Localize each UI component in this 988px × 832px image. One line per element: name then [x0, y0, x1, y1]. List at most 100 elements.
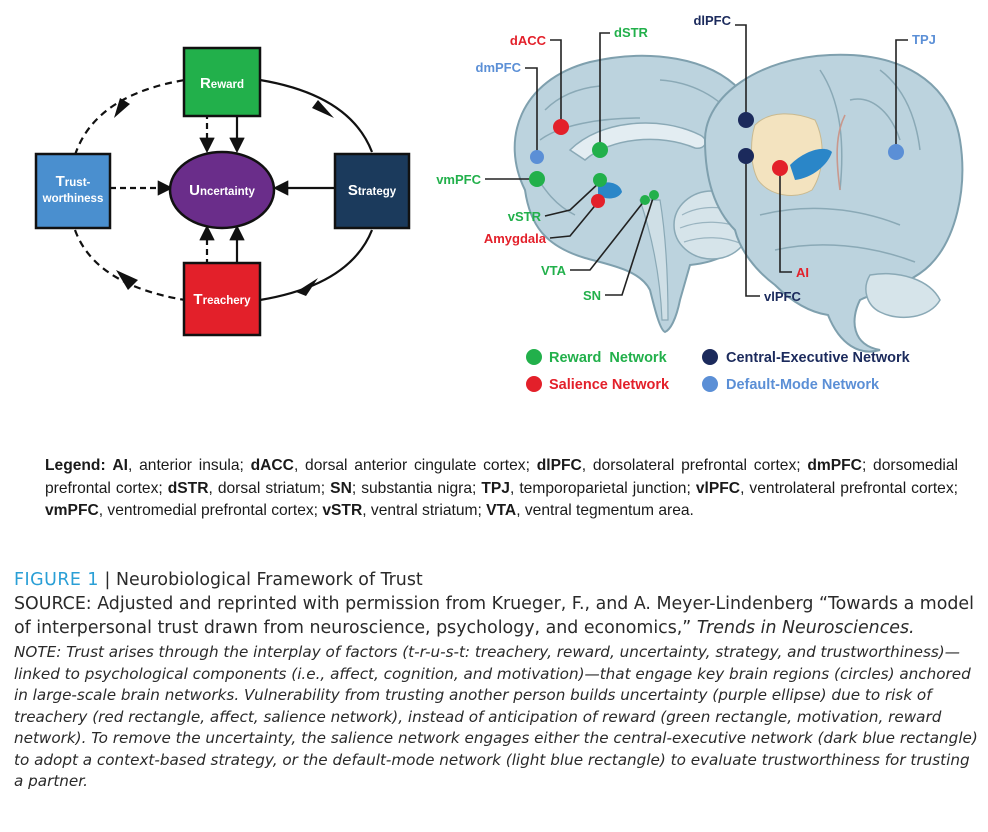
legend-def: ; dorsomedial prefrontal cortex;: [45, 457, 958, 497]
reward-label: Reward: [200, 75, 244, 92]
leader-SN: [605, 194, 655, 296]
leader-vlPFC: [745, 156, 760, 297]
trustworthiness-box: [34, 152, 112, 230]
lateral-sulci: [759, 69, 921, 263]
leader-dmPFC: [525, 67, 538, 157]
label-Amygdala: Amygdala: [484, 231, 547, 246]
figure-canvas: Reward Uncertainty Trust- worthiness Str…: [34, 13, 964, 393]
marker-Amygdala: [591, 194, 605, 208]
network-dot-default: [702, 376, 718, 392]
trustworthiness-label: Trust-: [56, 173, 91, 190]
label-vSTR: vSTR: [508, 209, 542, 224]
label-SN: SN: [583, 288, 601, 303]
brainstem-medial: [639, 199, 669, 321]
legend-def: , temporoparietal junction;: [509, 479, 696, 497]
strategy-label: Strategy: [348, 182, 397, 199]
uncertainty-ellipse: [168, 150, 276, 230]
source-journal: Trends in Neurosciences.: [696, 618, 915, 638]
marker-vSTR: [593, 173, 607, 187]
arc-strategy-to-reward: [259, 78, 374, 153]
label-dSTR: dSTR: [614, 25, 649, 40]
label-vlPFC: vlPFC: [764, 289, 801, 304]
legend-abbr: dlPFC: [536, 457, 582, 474]
caption-separator: |: [99, 570, 116, 590]
legend-def: , dorsolateral prefrontal cortex;: [581, 457, 808, 474]
label-dlPFC: dlPFC: [693, 13, 731, 28]
legend-def: , ventrolateral prefrontal cortex;: [740, 479, 958, 497]
treachery-label: Treachery: [193, 291, 251, 308]
trustworthiness-label-line2: worthiness: [42, 193, 104, 205]
figure-caption: FIGURE 1 | Neurobiological Framework of …: [14, 568, 979, 793]
network-label-salience: Salience Network: [549, 377, 670, 393]
legend-def: , dorsal striatum;: [208, 479, 331, 497]
legend-abbr: AI: [112, 457, 129, 474]
marker-dlPFC: [738, 112, 754, 128]
legend-abbr: dmPFC: [807, 457, 862, 474]
legend-abbr: VTA: [486, 502, 517, 519]
arrowhead-lower-right: [296, 278, 318, 296]
caption-note: NOTE: Trust arises through the interplay…: [14, 643, 978, 790]
caption-source: SOURCE: Adjusted and reprinted with perm…: [14, 592, 979, 640]
label-TPJ: TPJ: [912, 32, 936, 47]
arrowhead-lower-left: [116, 270, 138, 290]
marker-SN: [649, 190, 659, 200]
legend-abbr: vmPFC: [45, 502, 99, 519]
brain-illustration: [513, 53, 964, 353]
leader-vSTR: [544, 181, 601, 217]
marker-dSTR: [592, 142, 608, 158]
cerebellum-lateral: [865, 273, 941, 319]
arc-trust-to-reward: [73, 78, 186, 156]
legend-abbr: vSTR: [322, 502, 363, 519]
label-vmPFC: vmPFC: [436, 172, 481, 187]
legend-abbr: SN: [330, 479, 352, 497]
arc-trust-to-treachery: [73, 229, 186, 302]
central-sulcus-red: [836, 114, 846, 191]
marker-VTA: [640, 195, 650, 205]
uncertainty-label: Uncertainty: [189, 182, 255, 199]
strategy-box: [333, 152, 411, 230]
trust-framework-diagram: Reward Uncertainty Trust- worthiness Str…: [34, 46, 411, 337]
insula-blue: [790, 148, 832, 180]
label-dACC: dACC: [510, 33, 547, 48]
treachery-box: [182, 261, 262, 337]
basal-ganglia-blue: [598, 182, 622, 199]
abbreviation-legend: Legend: AI, anterior insula; dACC, dorsa…: [45, 455, 958, 523]
legend-def: , dorsal anterior cingulate cortex;: [293, 457, 537, 474]
legend-abbr: vlPFC: [695, 479, 741, 497]
network-label-reward: Reward Network: [549, 350, 668, 366]
legend-lead: Legend:: [45, 457, 106, 474]
leader-dlPFC: [735, 24, 747, 120]
leader-VTA: [570, 199, 646, 271]
marker-dACC: [553, 119, 569, 135]
legend-def: , ventral striatum;: [362, 502, 487, 519]
arc-strategy-to-treachery: [259, 229, 374, 302]
network-dot-reward: [526, 349, 542, 365]
marker-vmPFC: [529, 171, 545, 187]
leader-TPJ: [895, 39, 908, 152]
legend-abbr: dSTR: [167, 479, 209, 497]
legend-def: , ventromedial prefrontal cortex;: [98, 502, 323, 519]
caption-title-line: FIGURE 1 | Neurobiological Framework of …: [14, 568, 979, 592]
label-dmPFC: dmPFC: [476, 60, 522, 75]
medial-gyrus-lines: [534, 79, 736, 216]
legend-abbr: TPJ: [481, 479, 510, 497]
network-label-central: Central-Executive Network: [726, 350, 911, 366]
figure-title: Neurobiological Framework of Trust: [115, 570, 423, 590]
leader-Amygdala: [549, 201, 599, 239]
marker-AI: [772, 160, 788, 176]
leader-dACC: [550, 39, 562, 127]
legend-def: , ventral tegmentum area.: [516, 502, 694, 519]
network-dot-central: [702, 349, 718, 365]
network-dot-salience: [526, 376, 542, 392]
arrowhead-upper-right: [312, 100, 334, 118]
figure-number: FIGURE 1: [14, 570, 100, 590]
leader-AI: [779, 168, 792, 273]
legend-def: , anterior insula;: [128, 457, 251, 474]
source-text: SOURCE: Adjusted and reprinted with perm…: [14, 594, 974, 638]
marker-vlPFC: [738, 148, 754, 164]
label-VTA: VTA: [541, 263, 567, 278]
reward-box: [182, 46, 262, 118]
label-AI: AI: [796, 265, 809, 280]
legend-abbr: dACC: [250, 457, 294, 474]
region-markers: dACC dSTR dlPFC TPJ dmPFC vmPFC vSTR Amy…: [436, 13, 936, 304]
